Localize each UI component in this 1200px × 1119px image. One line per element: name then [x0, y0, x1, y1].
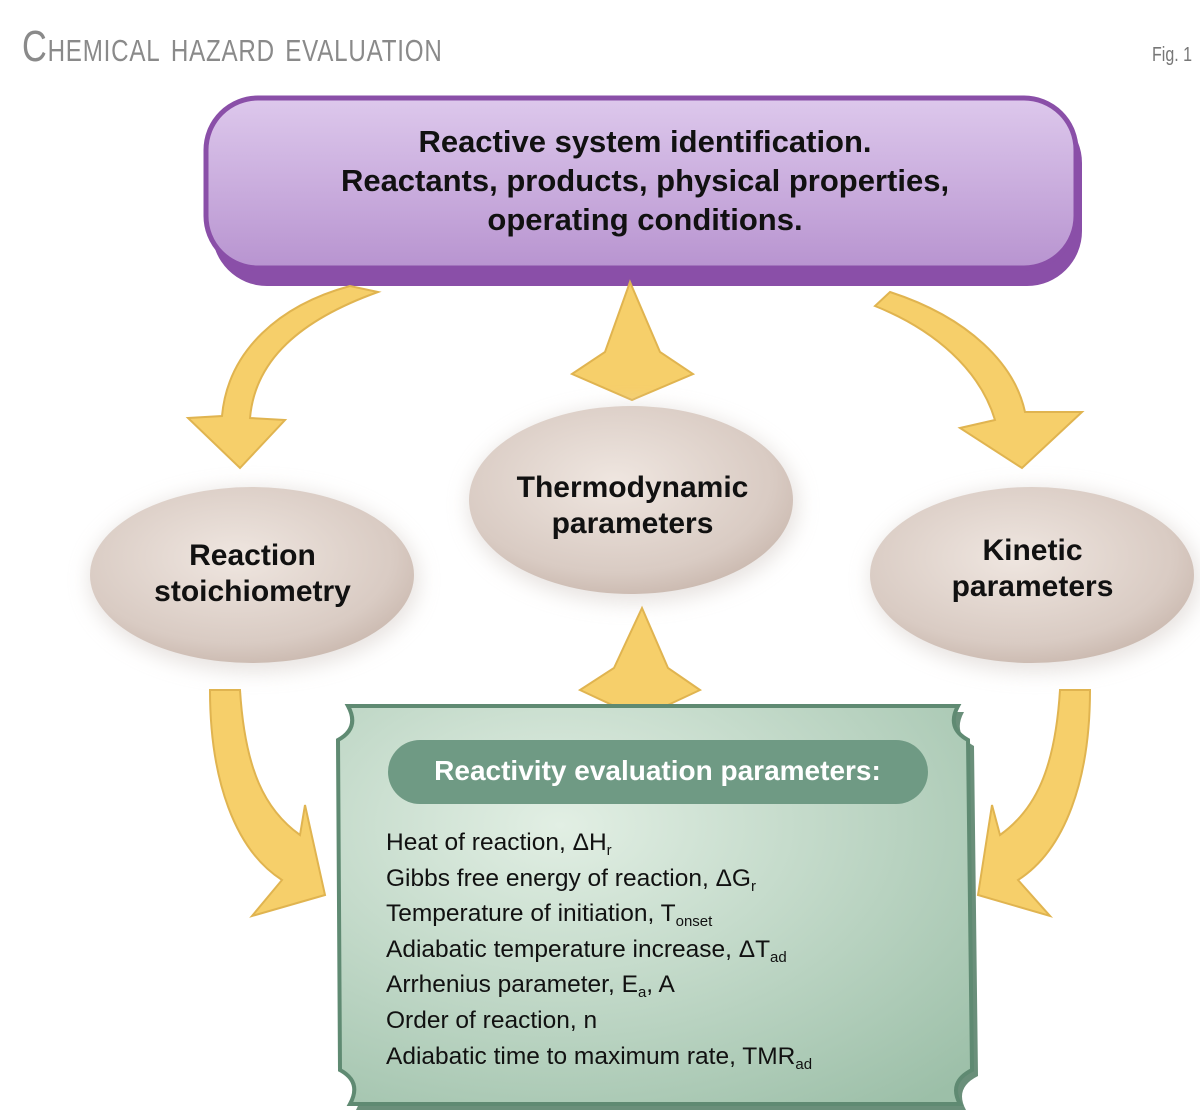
parameter-item: Order of reaction, n: [386, 1006, 598, 1034]
arrow-stoichiometry-to-evaluation: [208, 689, 327, 918]
system-identification-box: [203, 95, 1082, 286]
top-box-line-2: Reactants, products, physical properties…: [340, 163, 950, 198]
parameter-item: Gibbs free energy of reaction, ΔGr: [386, 864, 756, 895]
kinetic-label: Kinetic parameters: [880, 533, 1185, 605]
parameter-item: Adiabatic temperature increase, ΔTad: [386, 935, 787, 966]
kinetic-oval: [870, 487, 1194, 663]
evaluation-parameter-list: Heat of reaction, ΔHr Gibbs free energy …: [386, 825, 812, 1074]
stoichiometry-line-1: Reaction: [189, 539, 316, 572]
arrow-to-stoichiometry: [185, 284, 382, 470]
arrow-thermo-to-evaluation: [577, 605, 703, 720]
chart-title: Chemical hazard evaluation: [22, 22, 443, 71]
system-identification-text: Reactive system identification. Reactant…: [225, 122, 1065, 239]
kinetic-line-1: Kinetic: [982, 534, 1083, 567]
top-box-line-1: Reactive system identification.: [418, 124, 872, 159]
stoichiometry-oval: [90, 487, 414, 663]
thermodynamic-line-1: Thermodynamic: [516, 471, 749, 504]
evaluation-heading-banner: [388, 740, 928, 804]
evaluation-box: [335, 704, 978, 1110]
parameter-item: Adiabatic time to maximum rate, TMRad: [386, 1042, 813, 1073]
stoichiometry-line-2: stoichiometry: [154, 575, 351, 608]
arrow-kinetic-to-evaluation: [976, 689, 1092, 918]
arrow-to-kinetic: [873, 290, 1085, 470]
stoichiometry-label: Reaction stoichiometry: [100, 538, 405, 610]
parameter-item: Temperature of initiation, Tonset: [386, 900, 713, 931]
top-box-line-3: operating conditions.: [487, 202, 803, 237]
thermodynamic-line-2: parameters: [551, 507, 714, 540]
parameter-item: Arrhenius parameter, Ea, A: [386, 971, 675, 1002]
arrow-to-thermodynamic: [569, 279, 696, 402]
evaluation-heading: Reactivity evaluation parameters:: [434, 755, 881, 786]
kinetic-line-2: parameters: [951, 570, 1114, 603]
thermodynamic-label: Thermodynamic parameters: [470, 470, 795, 542]
parameter-item: Heat of reaction, ΔHr: [386, 829, 612, 859]
thermodynamic-oval: [469, 406, 793, 594]
figure-label: Fig. 1: [1151, 44, 1192, 66]
